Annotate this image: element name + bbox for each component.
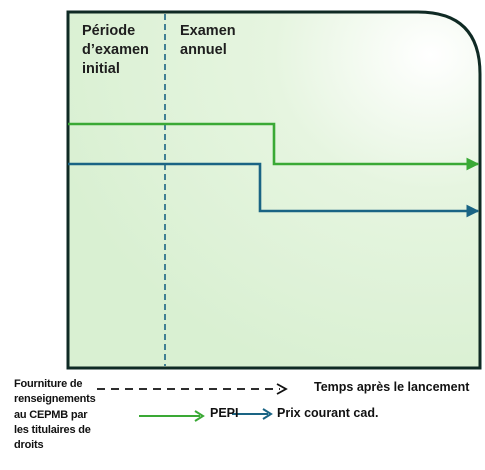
legend-prix-label: Prix courant cad. (277, 406, 379, 420)
pepi-line (68, 122, 480, 171)
phase-label-annual: Examen annuel (180, 23, 236, 58)
plot-frame (66, 10, 482, 370)
legend-pepi-label: PEPI (210, 406, 239, 420)
legend-pepi-arrowhead (194, 410, 205, 422)
legend-prix-arrowhead (262, 408, 273, 420)
legend-time-label: Temps après le lancement (314, 380, 470, 394)
legend-dashed-arrowhead (276, 383, 288, 395)
prix-line (68, 162, 480, 218)
phase-label-initial: Période d’examen initial (82, 23, 149, 77)
legend-provision-label: Fourniture de renseignements au CEPMB pa… (14, 378, 96, 452)
